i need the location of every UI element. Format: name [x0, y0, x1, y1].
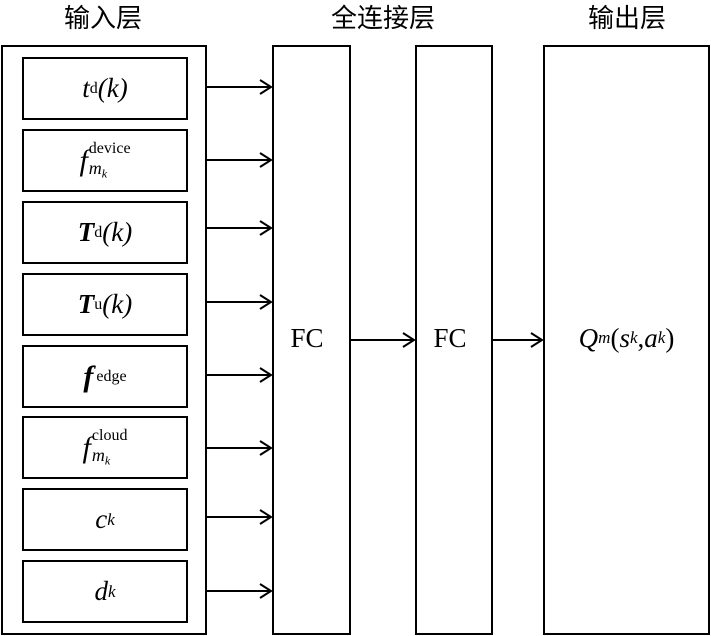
arrow-fc1-to-fc2	[351, 332, 416, 348]
input-sup: cloud	[91, 427, 128, 445]
input-script: device mk	[89, 141, 131, 180]
input-base: f	[82, 430, 91, 464]
input-sub: mk	[91, 445, 111, 468]
fc-layer-2-box	[415, 45, 493, 635]
arrow-input-d-k	[207, 583, 273, 599]
input-sup: d	[89, 79, 98, 97]
input-sub: mk	[88, 158, 108, 181]
arrow-input-t-d-k	[207, 79, 273, 95]
input-base: T	[77, 289, 95, 319]
arrow-input-c-k	[207, 509, 273, 525]
arrow-fc2-to-output	[493, 332, 544, 348]
fc-layer-2-label: FC	[433, 322, 467, 353]
input-arg: (k)	[97, 73, 128, 103]
input-base: t	[82, 73, 90, 103]
fc-layer-title: 全连接层	[330, 4, 435, 33]
output-layer-title: 输出层	[587, 4, 666, 33]
input-script: cloud mk	[92, 428, 128, 467]
input-sup: edge	[96, 367, 127, 385]
input-base: T	[77, 217, 95, 247]
input-layer-title: 输入层	[63, 4, 142, 33]
input-f-cloud: f cloud mk	[22, 416, 188, 479]
input-base: d	[94, 576, 108, 606]
input-base: c	[95, 504, 108, 534]
input-base: f	[83, 359, 94, 393]
input-sup: device	[88, 140, 131, 158]
input-sup: u	[94, 295, 103, 313]
arrow-input-T-d-k	[207, 220, 273, 236]
arrow-input-T-u-k	[207, 294, 273, 310]
input-arg: (k)	[102, 217, 133, 247]
input-sup: d	[94, 223, 103, 241]
input-f-device: f device mk	[22, 129, 188, 192]
input-base: f	[79, 143, 88, 177]
arrow-input-f-edge	[207, 367, 273, 383]
arrow-input-f-cloud	[207, 440, 273, 456]
fc-layer-1-label: FC	[290, 322, 324, 353]
input-sub: k	[107, 509, 115, 529]
input-arg: (k)	[102, 289, 133, 319]
arrow-input-f-device	[207, 152, 273, 168]
input-layer-box	[1, 45, 207, 635]
output-layer-box	[543, 45, 710, 635]
input-sub: k	[107, 581, 116, 601]
fc-layer-1-box	[272, 45, 351, 635]
